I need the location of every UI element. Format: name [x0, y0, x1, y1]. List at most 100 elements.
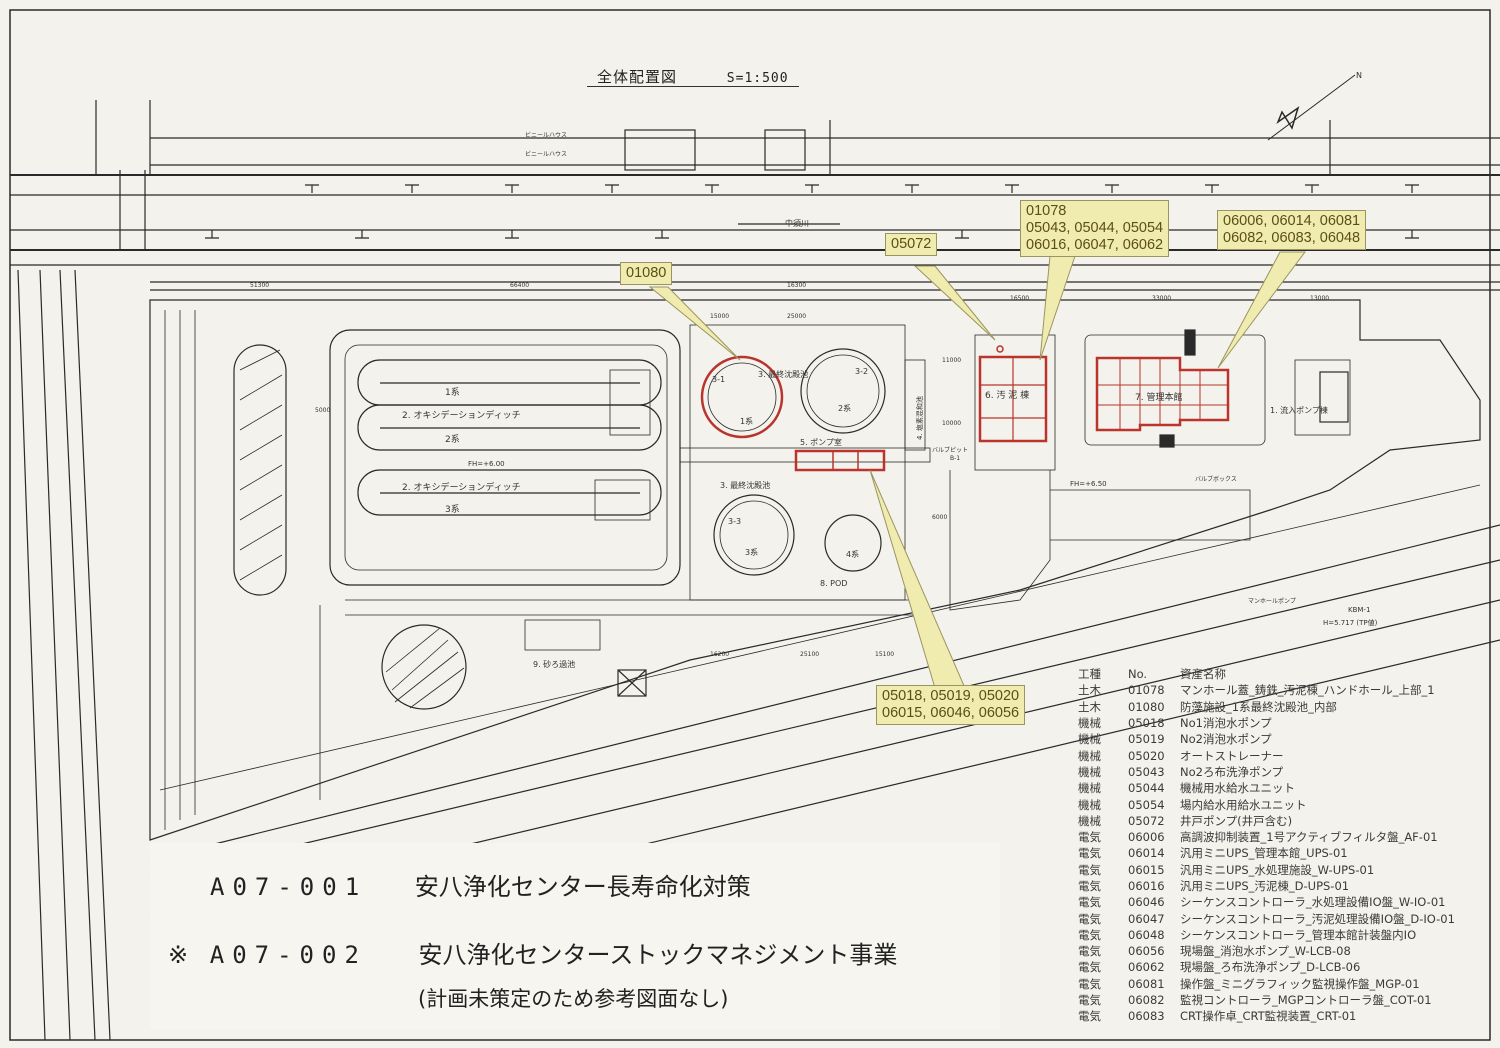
project-name-2: 安八浄化センターストックマネジメント事業: [418, 941, 898, 969]
legend-asset-no: 05072: [1128, 813, 1165, 828]
legend-type: 電気: [1078, 862, 1101, 877]
legend-asset-no: 06081: [1128, 976, 1165, 991]
dim-51300: 51300: [250, 282, 269, 289]
legend-asset-name: 操作盤_ミニグラフィック監視操作盤_MGP-01: [1180, 976, 1420, 991]
legend-type: 機械: [1078, 781, 1101, 796]
legend-asset-no: 06048: [1128, 927, 1165, 942]
dim-6000: 6000: [932, 514, 947, 521]
legend-asset-name: No1消泡水ポンプ: [1180, 716, 1272, 731]
project-list: A07-001 安八浄化センター長寿命化対策 ※ A07-002 安八浄化センタ…: [150, 843, 1000, 1030]
legend-asset-no: 05018: [1128, 716, 1165, 731]
legend-type: 電気: [1078, 879, 1101, 893]
legend-asset-name: シーケンスコントローラ_管理本館計装盤内IO: [1180, 927, 1417, 942]
sludge-building-label: 6. 汚 泥 棟: [985, 389, 1029, 401]
dim-13000: 13000: [1310, 295, 1329, 302]
svg-text:N: N: [1356, 71, 1362, 80]
legend-row: 電気 06046 シーケンスコントローラ_水処理設備IO盤_W-IO-01: [1078, 894, 1480, 910]
legend-asset-no: 05054: [1128, 797, 1165, 812]
final-settling-lower-label: 3. 最終沈殿池: [720, 480, 770, 490]
legend-asset-name: No2消泡水ポンプ: [1180, 732, 1272, 747]
dim-15000: 15000: [710, 313, 729, 320]
legend-asset-name: CRT操作卓_CRT監視装置_CRT-01: [1180, 1009, 1357, 1024]
legend-asset-no: 06015: [1128, 862, 1165, 877]
od-series-2: 2系: [445, 434, 460, 445]
legend-type: 電気: [1078, 927, 1101, 942]
legend-asset-no: 06082: [1128, 993, 1165, 1008]
project-code-1: A07-001: [210, 873, 368, 901]
legend-asset-no: 05044: [1128, 781, 1165, 796]
od-series-3: 3系: [445, 504, 460, 515]
legend-header-name: 資産名称: [1180, 667, 1226, 682]
callout-01078: 01078 05043, 05044, 05054 06016, 06047, …: [1020, 200, 1170, 257]
legend-type: 機械: [1078, 748, 1101, 763]
legend-asset-no: 01078: [1128, 683, 1165, 698]
legend-type: 電気: [1078, 944, 1101, 959]
legend-type: 機械: [1078, 732, 1101, 747]
legend-asset-name: シーケンスコントローラ_汚泥処理設備IO盤_D-IO-01: [1180, 911, 1455, 926]
dim-10000: 10000: [942, 420, 961, 427]
legend-row: 電気 06048 シーケンスコントローラ_管理本館計装盤内IO: [1078, 927, 1480, 943]
legend-type: 電気: [1078, 895, 1101, 910]
od-series-1: 1系: [445, 387, 460, 398]
vinyl-house-label-2: ビニールハウス: [525, 150, 567, 158]
legend-asset-name: 現場盤_ろ布洗浄ポンプ_D-LCB-06: [1180, 960, 1361, 975]
legend-type: 機械: [1078, 764, 1101, 779]
project-code-2: A07-002: [209, 941, 367, 969]
legend-asset-name: 汎用ミニUPS_管理本館_UPS-01: [1180, 846, 1348, 861]
legend-asset-name: 汎用ミニUPS_汚泥棟_D-UPS-01: [1180, 879, 1350, 893]
legend-type: 機械: [1078, 716, 1101, 731]
kbm-label: KBM-1: [1348, 606, 1370, 614]
legend-asset-name: 監視コントローラ_MGPコントローラ盤_COT-01: [1180, 993, 1432, 1008]
dim-16500: 16500: [1010, 295, 1029, 302]
callout-leaders: [648, 251, 1306, 689]
pump-room-label: 5. ポンプ室: [800, 437, 842, 447]
legend-asset-no: 06046: [1128, 895, 1165, 910]
legend-asset-name: 井戸ポンプ(井戸含む): [1180, 813, 1293, 828]
legend-type: 電気: [1078, 911, 1101, 926]
legend-header-no: No.: [1128, 667, 1148, 682]
legend-asset-name: 汎用ミニUPS_水処理施設_W-UPS-01: [1180, 862, 1375, 877]
tank-3-1-label: 3-1: [712, 375, 725, 384]
dim-25100: 25100: [800, 651, 819, 658]
project-mark-2: ※: [168, 941, 189, 969]
north-arrow-icon: N: [1267, 71, 1362, 141]
legend-asset-no: 05020: [1128, 748, 1165, 763]
callout-05018: 05018, 05019, 05020 06015, 06046, 06056: [876, 685, 1026, 725]
legend-type: 電気: [1078, 993, 1101, 1008]
sand-filter-label: 9. 砂ろ過池: [533, 659, 575, 669]
project-row-1: A07-001 安八浄化センター長寿命化対策: [210, 867, 751, 902]
legend-asset-name: 高調波抑制装置_1号アクティブフィルタ盤_AF-01: [1180, 830, 1438, 845]
final-settling-upper-label: 3. 最終沈殿池: [758, 369, 808, 379]
pod-label: 8. POD: [820, 579, 847, 588]
tank-2kei-label: 2系: [838, 403, 851, 413]
kbm-height-label: H=5.717 (TP値): [1323, 618, 1378, 627]
legend-asset-name: シーケンスコントローラ_水処理設備IO盤_W-IO-01: [1180, 895, 1446, 910]
legend-asset-no: 06062: [1128, 960, 1165, 975]
legend-row: 電気 06082 監視コントローラ_MGPコントローラ盤_COT-01: [1078, 992, 1480, 1008]
legend-row: 機械 05018 No1消泡水ポンプ: [1078, 715, 1480, 731]
legend-asset-no: 01080: [1128, 699, 1165, 714]
legend-asset-no: 06056: [1128, 944, 1165, 959]
legend-asset-no: 05043: [1128, 764, 1165, 779]
legend-row: 電気 06062 現場盤_ろ布洗浄ポンプ_D-LCB-06: [1078, 959, 1480, 975]
legend-header-type: 工種: [1078, 667, 1101, 682]
inflow-pump-label: 1. 流入ポンプ棟: [1270, 405, 1328, 415]
legend-type: 電気: [1078, 846, 1101, 861]
legend-type: 電気: [1078, 960, 1101, 975]
tank-3kei-label: 3系: [745, 547, 758, 557]
dim-15100: 15100: [875, 651, 894, 658]
od-label-upper: 2. オキシデーションディッチ: [402, 409, 521, 421]
dim-5000: 5000: [315, 407, 330, 414]
